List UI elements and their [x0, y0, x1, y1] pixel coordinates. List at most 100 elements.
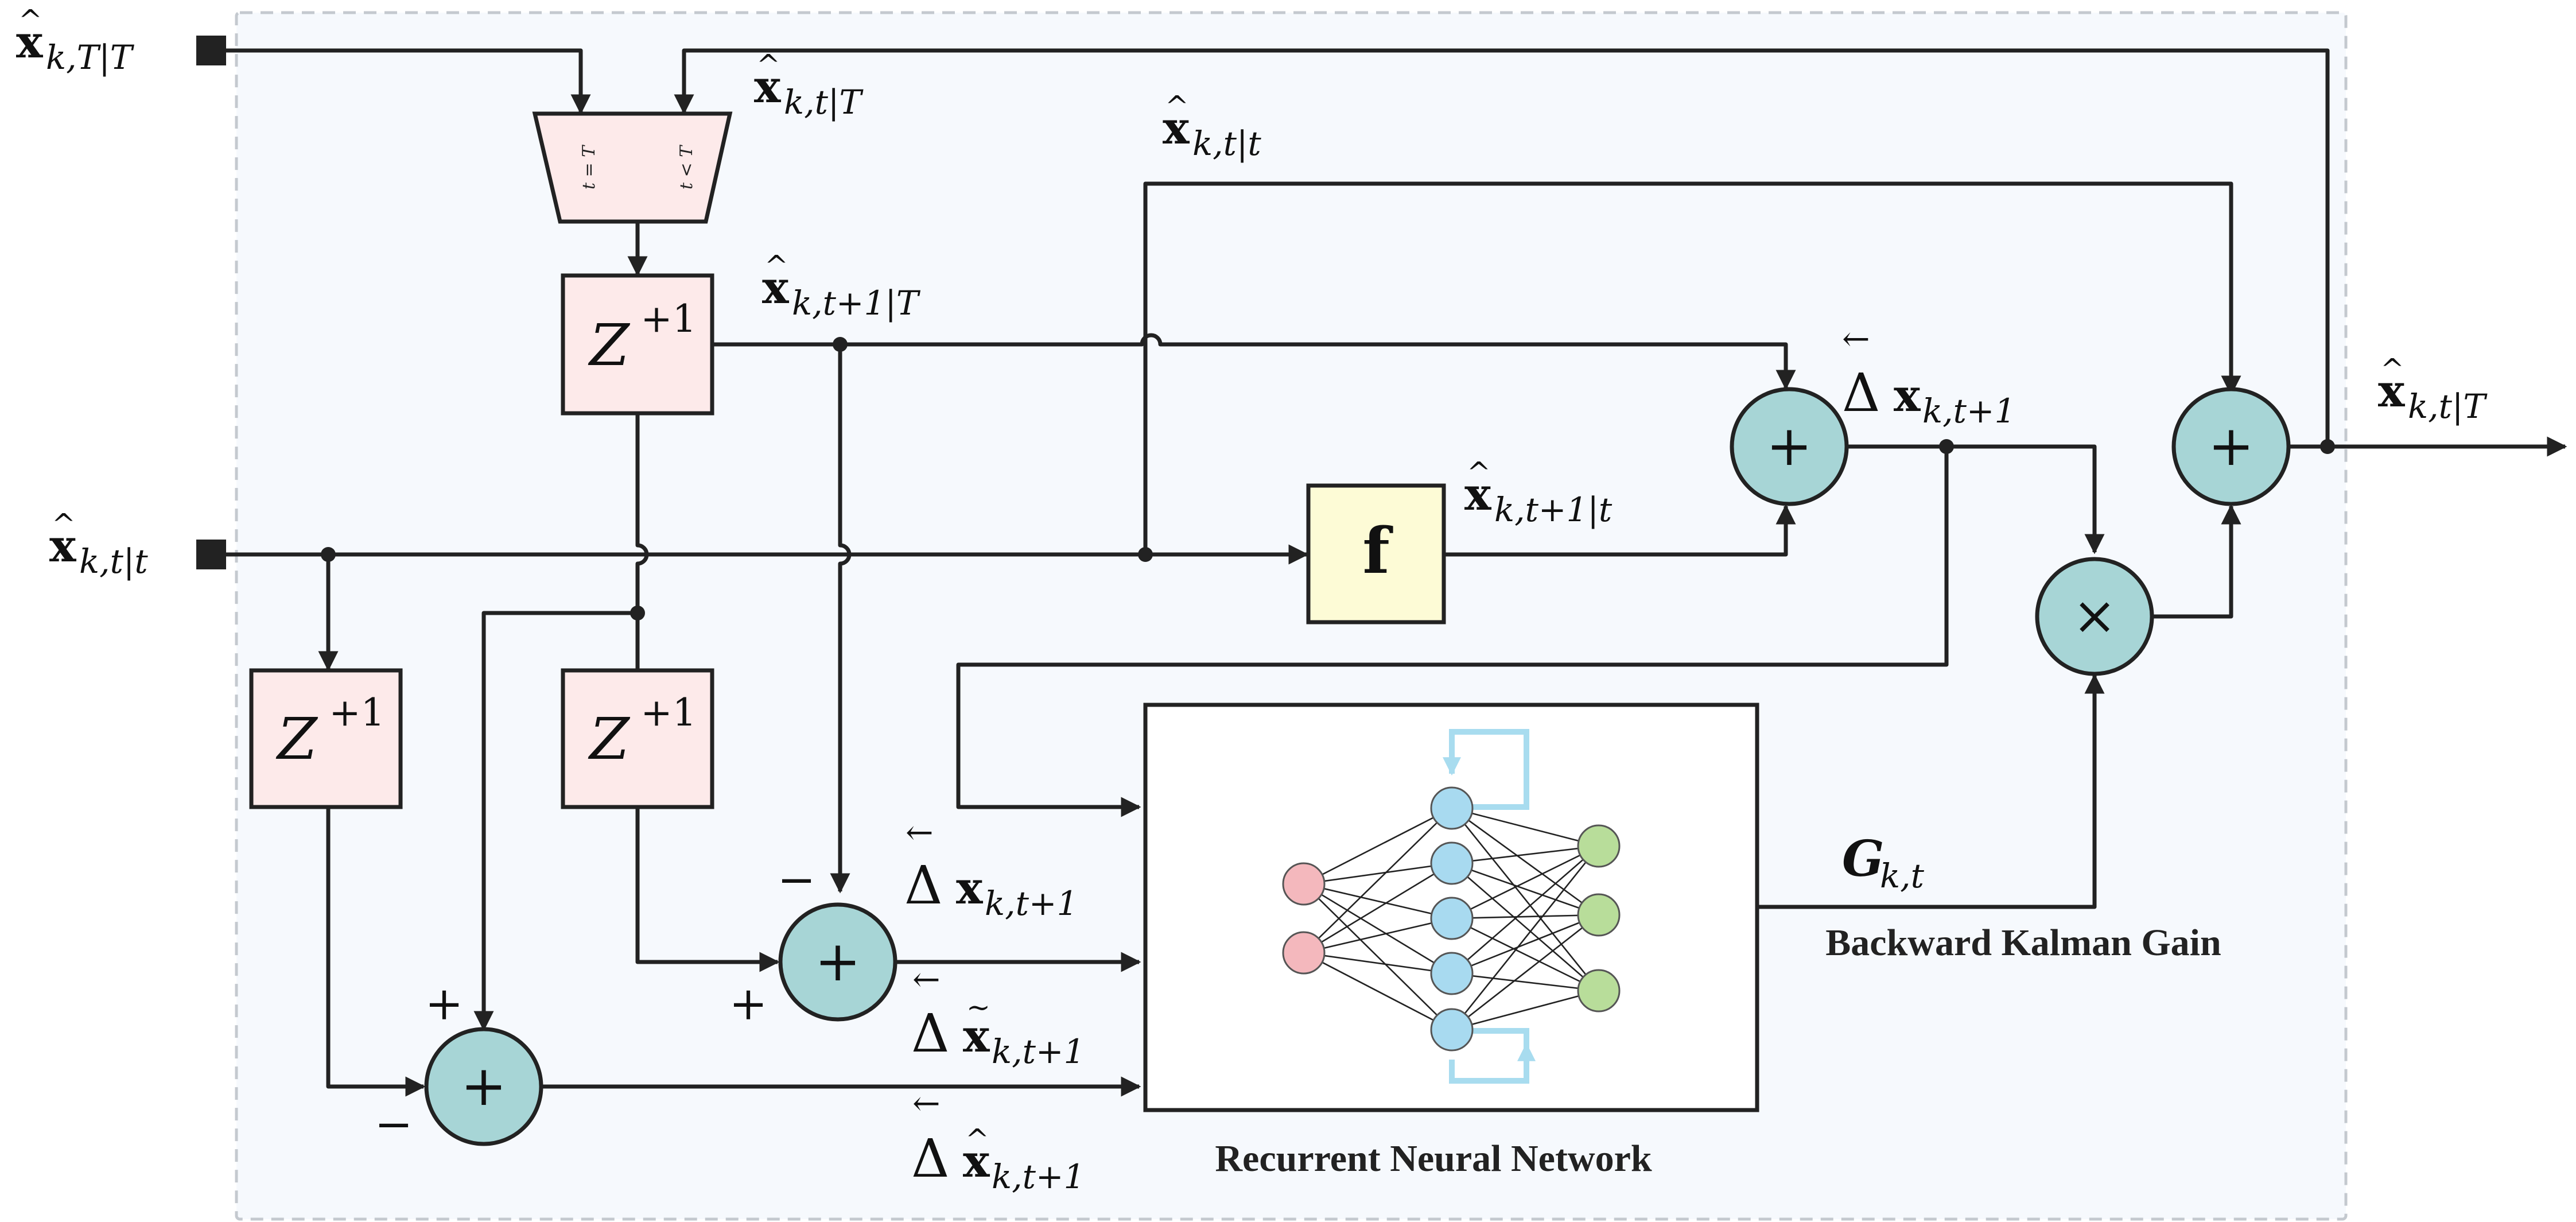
rnn-connection: [1303, 862, 1452, 885]
label-feedback-hat: ^: [756, 48, 780, 82]
rnn-connection: [1451, 862, 1599, 916]
label-next-pred-x: x: [1464, 468, 1492, 521]
rnn-hidden-neuron: [1430, 786, 1474, 830]
label-input-smoothed: x ^ k,T|T: [16, 3, 135, 77]
wire-mid-delay-to-sum: [635, 807, 780, 972]
wire-delay-to-sum: [712, 333, 1796, 390]
label-nn-in-2-arrow: ←: [912, 960, 941, 999]
label-nn-in-2-tilde: ~: [966, 991, 990, 1024]
delay-block-middle-box: [561, 668, 714, 809]
rnn-connections: [1303, 807, 1600, 1031]
wire-left-delay-to-sum: [326, 807, 426, 1097]
label-feedback: x ^ k,t|T: [754, 48, 864, 122]
rnn-output-neuron: [1577, 969, 1621, 1012]
rnn-connection: [1303, 862, 1452, 954]
rnn-connection: [1303, 883, 1452, 1030]
rnn-connection: [1451, 808, 1600, 991]
sum-node-output-circle: [2171, 387, 2291, 506]
rnn-connection: [1451, 845, 1599, 974]
delay-block-middle-superscript: +1: [640, 690, 696, 735]
rnn-connection: [1451, 917, 1599, 992]
f-block-box: [1306, 483, 1446, 624]
caption-recurrent-neural-network: Recurrent Neural Network: [1215, 1138, 1652, 1180]
wire-split-to-bottom-sum: [473, 611, 638, 1031]
rnn-connection: [1303, 952, 1452, 1031]
rnn-connection: [1451, 845, 1599, 864]
label-input-filtered-hat: ^: [52, 507, 76, 541]
rnn-connection: [1451, 863, 1599, 991]
junction-dot: [630, 606, 645, 620]
sign-bottom-minus: −: [374, 1097, 413, 1151]
rnn-connection: [1451, 807, 1599, 916]
sign-middle-minus: −: [777, 853, 815, 906]
rnn-connection: [1303, 883, 1452, 975]
rnn-connection: [1303, 917, 1452, 954]
label-delta-right-x: x: [1894, 370, 1921, 422]
label-input-smoothed-hat: ^: [18, 3, 42, 37]
label-nn-in-3-arrow: ←: [912, 1084, 941, 1123]
label-top-filtered-x: x: [1163, 102, 1190, 154]
operator-nodes: + + × + +: [424, 387, 2291, 1146]
rnn-connection: [1451, 914, 1599, 1031]
sign-bottom-plus: +: [425, 977, 463, 1030]
rnn-input-neuron: [1282, 862, 1326, 906]
rnn-connection: [1451, 807, 1599, 847]
sum-node-output-symbol: +: [2208, 414, 2254, 478]
rnn-output-neuron: [1577, 824, 1621, 868]
label-top-filtered: x ^ k,t|t: [1163, 90, 1261, 163]
mux-label-right: t < T: [677, 145, 697, 189]
delay-block-left-symbol: Z: [275, 705, 318, 773]
junction-dot: [321, 547, 336, 562]
rnn-connection: [1303, 952, 1452, 975]
junction-dot: [833, 337, 848, 352]
label-nn-in-2-x: x: [963, 1010, 990, 1062]
wire-multiply-to-sum: [2153, 504, 2241, 619]
label-input-filtered-x: x: [49, 520, 77, 572]
label-nn-in-1: ← Δ x k,t+1: [904, 813, 1078, 923]
multiply-node-circle: [2035, 557, 2154, 676]
sum-node-middle-circle: [778, 902, 897, 1022]
wire-delta-to-multiply: [1848, 444, 2105, 554]
rnn-hidden-neuron: [1430, 1008, 1474, 1052]
rnn-recurrent-loop-top: [1442, 729, 1529, 810]
wire-f-to-sum: [1444, 504, 1796, 557]
label-delta-right: ← Δ x k,t+1: [1842, 319, 2015, 430]
label-input-filtered: x ^ k,t|t: [49, 507, 148, 581]
rnn-hidden-neuron: [1430, 952, 1474, 995]
wire-filtered-to-output-sum: [1143, 181, 2241, 554]
delay-block-top-superscript: +1: [640, 297, 696, 341]
label-delta-right-delta: Δ: [1842, 362, 1880, 424]
delay-block-top-symbol: Z: [588, 312, 630, 379]
label-output-x: x: [2378, 365, 2406, 417]
delay-block-left: Z +1: [249, 668, 403, 809]
rnn-connection: [1451, 845, 1600, 1030]
junction-dot: [1138, 547, 1153, 562]
delay-block-middle-symbol: Z: [588, 705, 630, 773]
label-next-pred: x ^ k,t+1|t: [1464, 456, 1613, 529]
label-nn-in-1-arrow: ←: [906, 813, 934, 852]
label-nn-in-1-delta: Δ: [904, 855, 942, 916]
label-nn-in-2-delta: Δ: [911, 1003, 949, 1064]
label-next-smoothed-hat: ^: [764, 249, 788, 282]
multiply-node-symbol: ×: [2072, 585, 2116, 646]
rnn-output-neuron: [1577, 893, 1621, 937]
label-next-pred-sub: k,t+1|t: [1494, 490, 1613, 529]
delay-block-left-superscript: +1: [329, 690, 384, 735]
rnn-neurons: [1282, 786, 1621, 1052]
label-feedback-sub: k,t|T: [784, 83, 864, 122]
mux-label-left: t = T: [579, 145, 599, 189]
rnn-connection: [1303, 883, 1452, 920]
junction-dots: [321, 337, 2335, 620]
transition-function-block: f: [1306, 483, 1446, 624]
mux-selector: t = T t < T: [532, 111, 733, 224]
label-nn-in-1-x: x: [956, 862, 984, 914]
label-output-hat: ^: [2380, 352, 2404, 386]
rnn-connection: [1451, 972, 1599, 992]
label-gain-symbol: G: [1842, 830, 1884, 888]
delay-block-middle: Z +1: [561, 668, 714, 809]
rnn-input-neuron: [1282, 931, 1326, 975]
rnn-connection: [1303, 808, 1452, 953]
diagram-frame: [235, 11, 2348, 1221]
label-input-smoothed-x: x: [16, 16, 44, 68]
